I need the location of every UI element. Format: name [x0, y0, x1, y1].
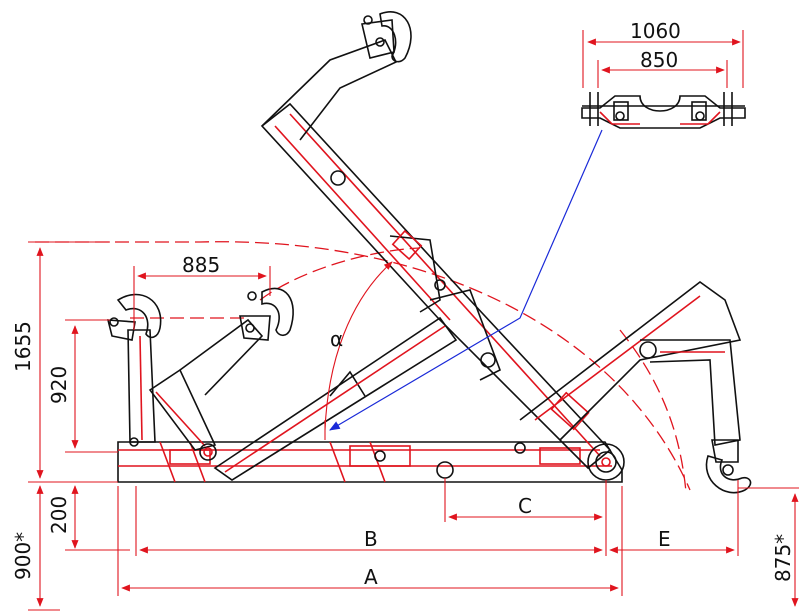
left-dimension-lines [28, 241, 130, 611]
detail-section-view [581, 92, 746, 129]
dim-1655-label: 1655 [11, 321, 35, 372]
stowed-hook-rear [106, 293, 162, 341]
dim-900-label: 900* [11, 532, 35, 580]
inset-dimension-lines [582, 30, 744, 88]
dim-e-label: E [658, 527, 671, 551]
stowed-hook-front [239, 287, 294, 341]
chassis-frame [117, 441, 623, 483]
raised-hook [361, 11, 412, 63]
dim-b-label: B [364, 527, 378, 551]
dim-c-label: C [518, 494, 532, 518]
dim-1060-label: 1060 [630, 19, 681, 43]
stowed-boom [127, 318, 264, 461]
hydraulic-cylinder [213, 316, 458, 481]
detail-pointer-line [329, 129, 603, 431]
angle-alpha-arc [324, 261, 393, 440]
angle-alpha-label: α [330, 327, 343, 351]
dim-920-label: 920 [47, 366, 71, 404]
reach-dimension-line [133, 266, 271, 330]
rear-roller [374, 442, 625, 481]
dim-a-label: A [364, 565, 378, 589]
dim-850-label: 850 [640, 48, 678, 72]
bottom-dimension-lines [117, 478, 799, 607]
front-arm [519, 281, 752, 494]
dim-885-label: 885 [182, 253, 220, 277]
swing-arc-lines [35, 241, 691, 493]
dim-200-label: 200 [47, 496, 71, 534]
dim-875-label: 875* [771, 534, 795, 582]
